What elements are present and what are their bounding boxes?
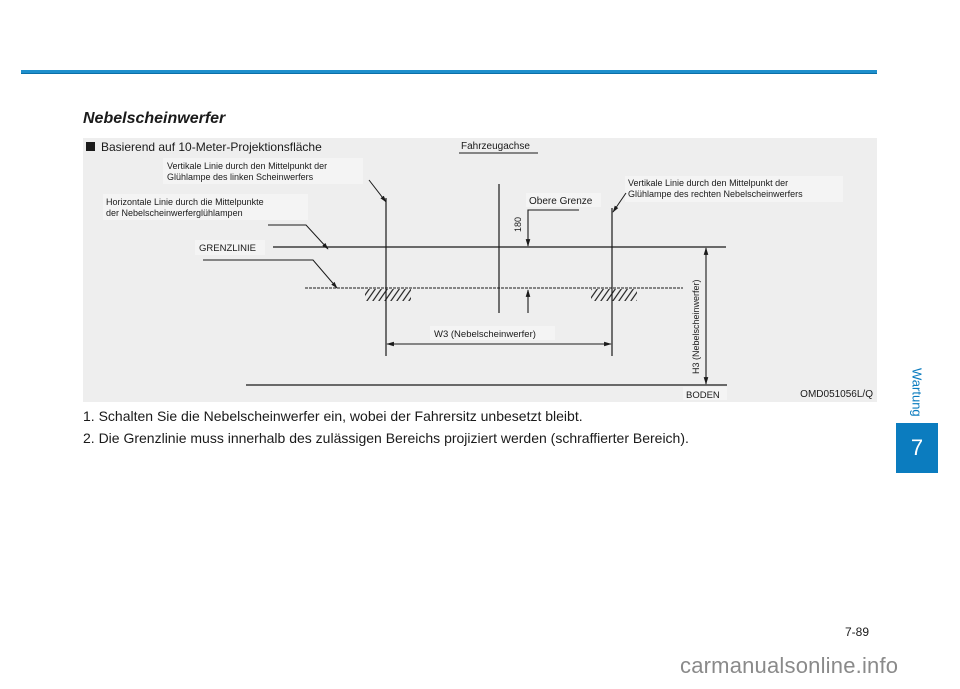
instruction-steps: 1. Schalten Sie die Nebelscheinwerfer ei… (83, 405, 863, 449)
label-bg (195, 240, 265, 255)
label-bg (103, 194, 308, 220)
chapter-tab[interactable]: 7 (896, 423, 938, 473)
upper-limit-label: Obere Grenze (529, 196, 593, 207)
square-bullet-icon (86, 142, 95, 151)
vertical-left-label-line1: Vertikale Linie durch den Mittelpunkt de… (167, 161, 327, 171)
cutoff-pointer (203, 259, 338, 289)
label-bg (683, 387, 727, 400)
label-bg (430, 326, 555, 340)
horizontal-label-line1: Horizontale Linie durch die Mittelpunkte (106, 197, 264, 207)
label-bg (625, 176, 843, 202)
chapter-side-label: Wartung (909, 367, 925, 417)
dimension-180-label: 180 (513, 217, 523, 232)
vertical-left-label-line2: Glühlampe des linken Scheinwerfers (167, 172, 314, 182)
h3-label: H3 (Nebelscheinwerfer) (691, 279, 701, 374)
header-rule (21, 70, 877, 74)
cutoff-line-label: GRENZLINIE (199, 243, 256, 254)
hatched-area-left (365, 289, 411, 301)
diagram-svg: Fahrzeugachse Vertikale Linie durch den … (103, 141, 843, 401)
chapter-number: 7 (910, 435, 924, 460)
step-2: 2. Die Grenzlinie muss innerhalb des zul… (83, 430, 689, 446)
headlight-aiming-diagram: Fahrzeugachse Vertikale Linie durch den … (83, 138, 877, 402)
vertical-right-label-line2: Glühlampe des rechten Nebelscheinwerfers (628, 189, 803, 199)
vertical-left-pointer (368, 179, 387, 203)
vehicle-axis-label: Fahrzeugachse (461, 141, 530, 152)
label-bg (526, 193, 601, 207)
step-1: 1. Schalten Sie die Nebelscheinwerfer ei… (83, 408, 583, 424)
page-number: 7-89 (845, 625, 870, 639)
horizontal-label-line2: der Nebelscheinwerferglühlampen (106, 208, 243, 218)
w3-label: W3 (Nebelscheinwerfer) (434, 329, 536, 340)
horizontal-pointer (268, 224, 329, 250)
label-bg (163, 158, 363, 184)
ground-label: BODEN (686, 390, 720, 401)
vertical-right-label-line1: Vertikale Linie durch den Mittelpunkt de… (628, 178, 788, 188)
hatched-area-right (591, 289, 637, 301)
figure-code: OMD051056L/Q (800, 389, 873, 400)
section-title: Nebelscheinwerfer (83, 110, 226, 127)
vertical-right-pointer (612, 192, 627, 213)
upper-limit-leader (525, 209, 579, 247)
watermark: carmanualsonline.info (680, 653, 899, 678)
figure-caption: Basierend auf 10-Meter-Projektionsfläche (86, 140, 322, 154)
figure-caption-text: Basierend auf 10-Meter-Projektionsfläche (101, 140, 322, 154)
